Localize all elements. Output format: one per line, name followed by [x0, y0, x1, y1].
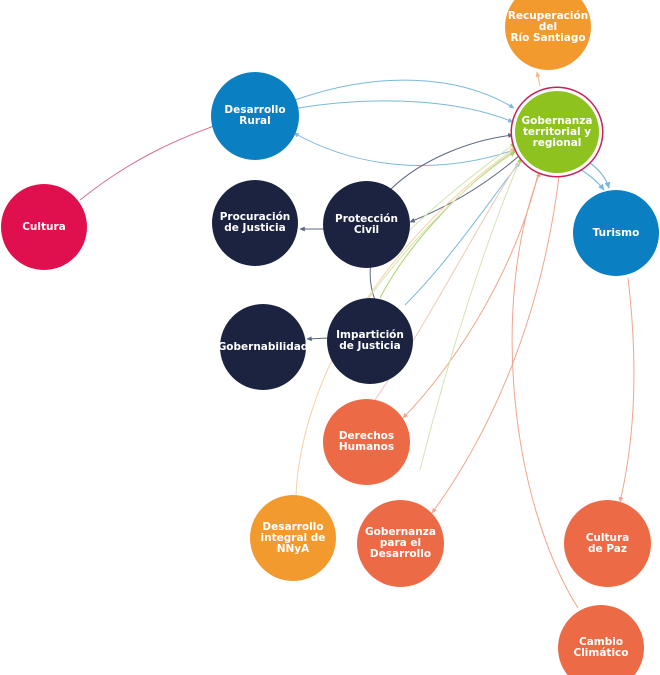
edge-spoke-3 [407, 142, 516, 233]
node-label: Desarrollo integral de NNyA [260, 520, 326, 555]
node-cambio-climatico[interactable]: Cambio Climático [558, 605, 644, 675]
edge-gobernanza-turismo-1 [577, 167, 605, 191]
node-label: Procuración de Justicia [219, 211, 291, 234]
edge-gobernanza-turismo-2 [585, 159, 611, 189]
edge-imparticion-gobernanza-2 [379, 149, 517, 299]
node-label: Gobernanza para el Desarrollo [365, 526, 436, 560]
edge-turismo-cultura-paz [618, 277, 635, 503]
node-label: Turismo [592, 226, 640, 239]
edge-cultura-desarrollo-rural [79, 125, 215, 201]
edge-gobernanza-desarrollo-rural [293, 132, 515, 166]
edge-imparticion-gobernanza [404, 161, 521, 306]
node-gobernanza-desarrollo[interactable]: Gobernanza para el Desarrollo [357, 500, 444, 587]
node-desarrollo-nnya[interactable]: Desarrollo integral de NNyA [250, 495, 336, 581]
node-label: Protección Civil [335, 212, 398, 236]
edge-gobernanza-proteccion [409, 154, 521, 223]
node-desarrollo-rural[interactable]: Desarrollo Rural [211, 72, 299, 160]
edge-spoke-1 [419, 157, 522, 471]
node-procuracion-justicia[interactable]: Procuración de Justicia [212, 180, 298, 266]
node-label: Gobernanza territorial y regional [521, 114, 593, 149]
node-derechos-humanos[interactable]: Derechos Humanos [323, 399, 410, 485]
node-label: Desarrollo Rural [224, 104, 286, 127]
node-turismo[interactable]: Turismo [573, 190, 659, 276]
node-label: Cultura [22, 220, 66, 233]
edge-gobernanza-recuperacion [535, 71, 541, 87]
node-label: Recuperación del Río Santiago [507, 9, 589, 44]
edge-gobernanza-gob-desarrollo [431, 167, 561, 514]
edge-desarrollo-rural-gobernanza-1 [294, 79, 515, 109]
node-cultura[interactable]: Cultura [1, 184, 87, 270]
node-cultura-paz[interactable]: Cultura de Paz [564, 500, 651, 587]
node-gobernabilidad[interactable]: Gobernabilidad [217, 304, 309, 390]
edge-spoke-2 [359, 151, 516, 311]
node-imparticion-justicia[interactable]: Impartición de Justicia [327, 298, 413, 384]
edge-desarrollo-rural-gobernanza-2 [297, 100, 514, 123]
node-label: Derechos Humanos [338, 430, 395, 453]
node-label: Cultura de Paz [585, 531, 630, 555]
edge-imparticion-gobernabilidad [306, 336, 330, 342]
edge-proteccion-gobernanza [389, 133, 514, 191]
node-proteccion-civil[interactable]: Protección Civil [323, 181, 410, 268]
node-label: Gobernabilidad [217, 340, 309, 353]
node-label: Impartición de Justicia [336, 329, 404, 352]
node-label: Cambio Climático [573, 636, 629, 659]
node-gobernanza-territorial[interactable]: Gobernanza territorial y regional [512, 88, 602, 176]
edge-cambio-gobernanza [511, 171, 579, 609]
node-recuperacion-rio-santiago[interactable]: Recuperación del Río Santiago [505, 0, 591, 70]
